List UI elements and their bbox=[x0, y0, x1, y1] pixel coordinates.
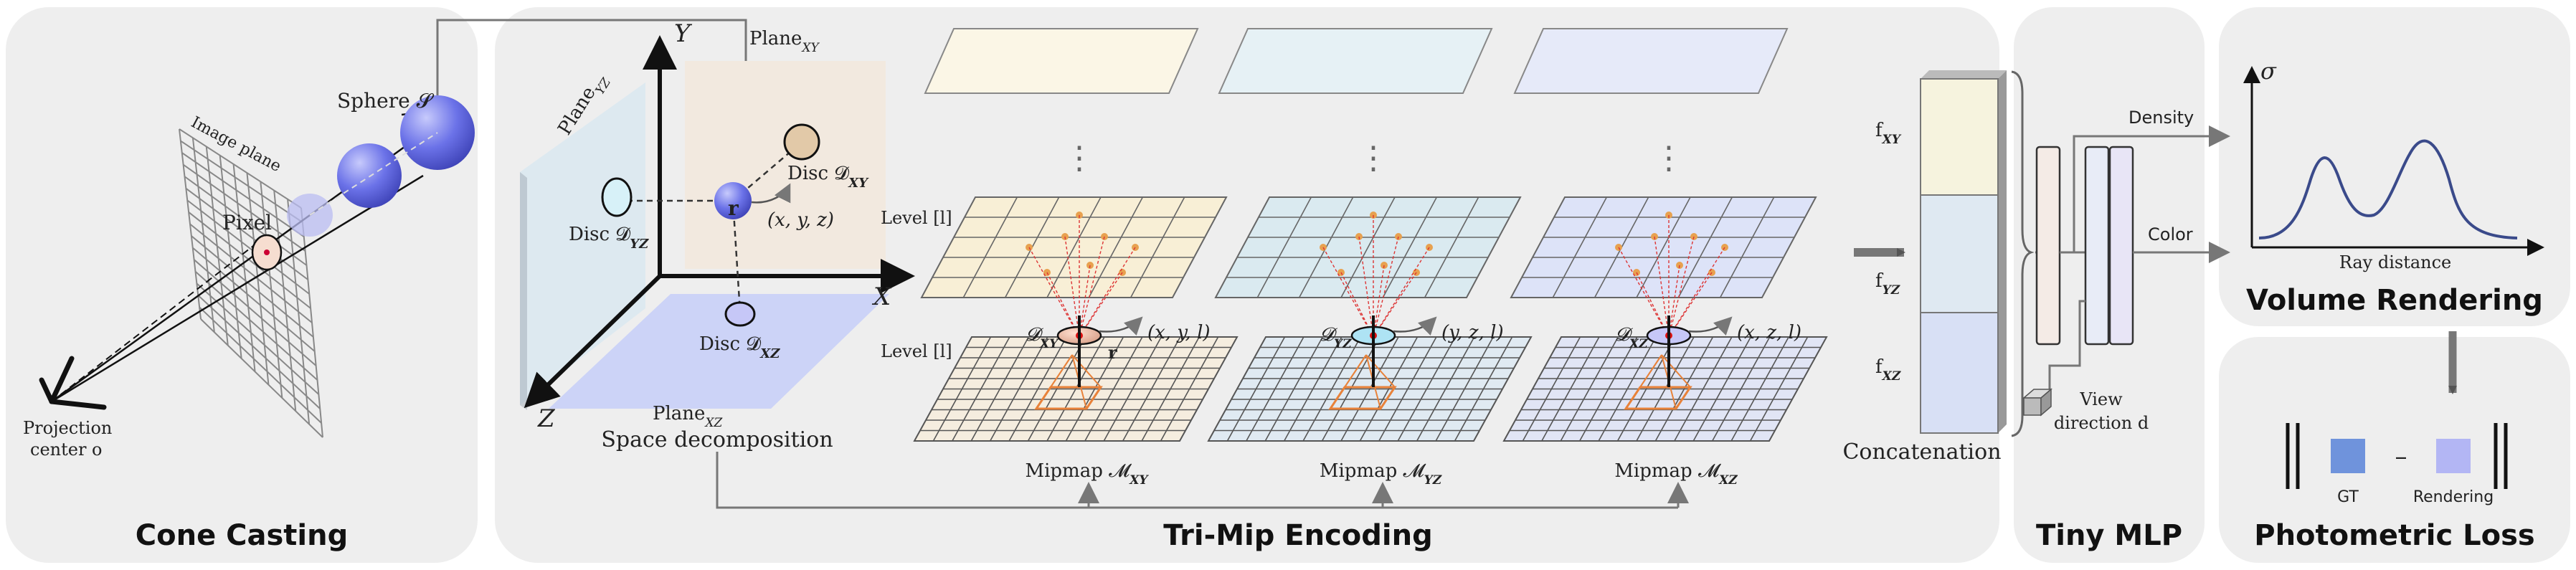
concatenation-figure: fXY fYZ fXZ Concatenation bbox=[1842, 70, 2035, 465]
volume-rendering-title: Volume Rendering bbox=[2246, 284, 2543, 317]
gt-label: GT bbox=[2337, 488, 2359, 506]
grid-coord-label: (x, z, l) bbox=[1737, 322, 1801, 343]
photometric-loss-figure: – GT Rendering Photometric Loss bbox=[2254, 423, 2535, 552]
volume-rendering-panel bbox=[2219, 7, 2570, 326]
projection-center-label: Projection bbox=[23, 418, 112, 438]
pixel-label: Pixel bbox=[222, 211, 272, 234]
color-label: Color bbox=[2148, 224, 2193, 244]
grid-coord-label: (y, z, l) bbox=[1441, 322, 1504, 343]
tiny-mlp-figure: Density Color View direction d Tiny MLP bbox=[2022, 108, 2230, 552]
disc-xz bbox=[724, 301, 756, 327]
ellipsis-dots: ⋮ bbox=[1358, 140, 1389, 176]
f-xz-label: fXZ bbox=[1875, 356, 1901, 384]
plane-xz bbox=[549, 294, 889, 409]
mlp-layer-2 bbox=[2084, 146, 2110, 346]
feature-bar-xy bbox=[1920, 78, 1999, 196]
concatenation-label: Concatenation bbox=[1842, 440, 2001, 465]
image-plane-grid bbox=[179, 128, 323, 438]
mlp-layer-1 bbox=[2035, 146, 2061, 346]
view-direction-label: View bbox=[2079, 389, 2123, 409]
level-label-upper: Level [l] bbox=[881, 208, 952, 228]
rendering-label: Rendering bbox=[2413, 488, 2494, 506]
point-coords-label: (x, y, z) bbox=[767, 209, 834, 231]
photometric-loss-panel bbox=[2219, 337, 2570, 563]
feature-bar-yz bbox=[1920, 194, 1999, 313]
point-r-sphere bbox=[714, 182, 752, 219]
grid-r-label: r bbox=[1108, 342, 1117, 363]
level-label-lower: Level [l] bbox=[881, 341, 952, 361]
mipmap-feedback-connector bbox=[716, 452, 1689, 509]
point-r-label: r bbox=[728, 196, 739, 220]
disc-yz bbox=[601, 177, 633, 217]
plane-xz-label: PlaneXZ bbox=[653, 403, 724, 430]
tiny-mlp-title: Tiny MLP bbox=[2036, 519, 2182, 552]
mipmap-label: Mipmap 𝓜YZ bbox=[1320, 460, 1442, 488]
encoding-grid-xz: ⋮𝓓XZ(x, z, l)Mipmap 𝓜XZ bbox=[1502, 28, 1828, 488]
projection-center-label-2: center o bbox=[30, 440, 103, 460]
photometric-loss-title: Photometric Loss bbox=[2254, 519, 2534, 552]
camera-icon bbox=[39, 356, 107, 410]
ray-distance-label: Ray distance bbox=[2339, 252, 2452, 272]
plane-yz bbox=[520, 82, 645, 405]
encoding-grid-yz: ⋮𝓓YZ(y, z, l)Mipmap 𝓜YZ bbox=[1207, 28, 1533, 488]
view-direction-label-2: direction d bbox=[2054, 413, 2149, 433]
axis-x-label: X bbox=[871, 282, 892, 311]
density-label: Density bbox=[2128, 108, 2194, 128]
disc-xy-label: Disc 𝓓XY bbox=[787, 163, 869, 191]
ellipsis-dots: ⋮ bbox=[1653, 140, 1685, 176]
mipmap-label: Mipmap 𝓜XZ bbox=[1614, 460, 1738, 488]
cone-casting-title: Cone Casting bbox=[136, 519, 348, 552]
minus-sign: – bbox=[2395, 442, 2407, 471]
axis-z-label: Z bbox=[537, 404, 556, 433]
rendering-swatch bbox=[2436, 439, 2471, 473]
disc-xy bbox=[783, 123, 820, 161]
volume-rendering-figure: σ Ray distance Volume Rendering bbox=[2243, 57, 2544, 317]
f-xy-label: fXY bbox=[1875, 120, 1902, 147]
mlp-layer-3 bbox=[2108, 146, 2134, 346]
view-direction-cube-icon bbox=[2022, 388, 2053, 417]
density-curve bbox=[2258, 139, 2518, 239]
plane-xy bbox=[685, 61, 886, 269]
grid-coord-label: (x, y, l) bbox=[1147, 322, 1211, 343]
axis-y-label: Y bbox=[674, 19, 693, 48]
mipmap-label: Mipmap 𝓜XY bbox=[1025, 460, 1149, 488]
cone-casting-figure: Sphere 𝓢 Image plane Pixel Projection ce… bbox=[23, 89, 475, 552]
space-decomposition-figure: Y X Z r (x, y, z) PlaneXY PlaneYZ PlaneX… bbox=[520, 19, 915, 452]
f-yz-label: fYZ bbox=[1875, 270, 1900, 298]
feature-bar-xz bbox=[1920, 312, 1999, 434]
concat-brace bbox=[2011, 70, 2035, 437]
space-decomposition-caption: Space decomposition bbox=[601, 427, 833, 452]
sigma-label: σ bbox=[2260, 57, 2277, 85]
plane-xy-label: PlaneXY bbox=[749, 28, 820, 55]
sphere-medium bbox=[337, 143, 402, 208]
ellipsis-dots: ⋮ bbox=[1064, 140, 1095, 176]
disc-xz-label: Disc 𝓓XZ bbox=[699, 333, 780, 361]
tri-mip-encoding-title: Tri-Mip Encoding bbox=[1163, 519, 1432, 552]
disc-yz-label: Disc 𝓓YZ bbox=[569, 224, 649, 252]
gt-swatch bbox=[2331, 439, 2365, 473]
sphere-label: Sphere 𝓢 bbox=[337, 89, 435, 113]
